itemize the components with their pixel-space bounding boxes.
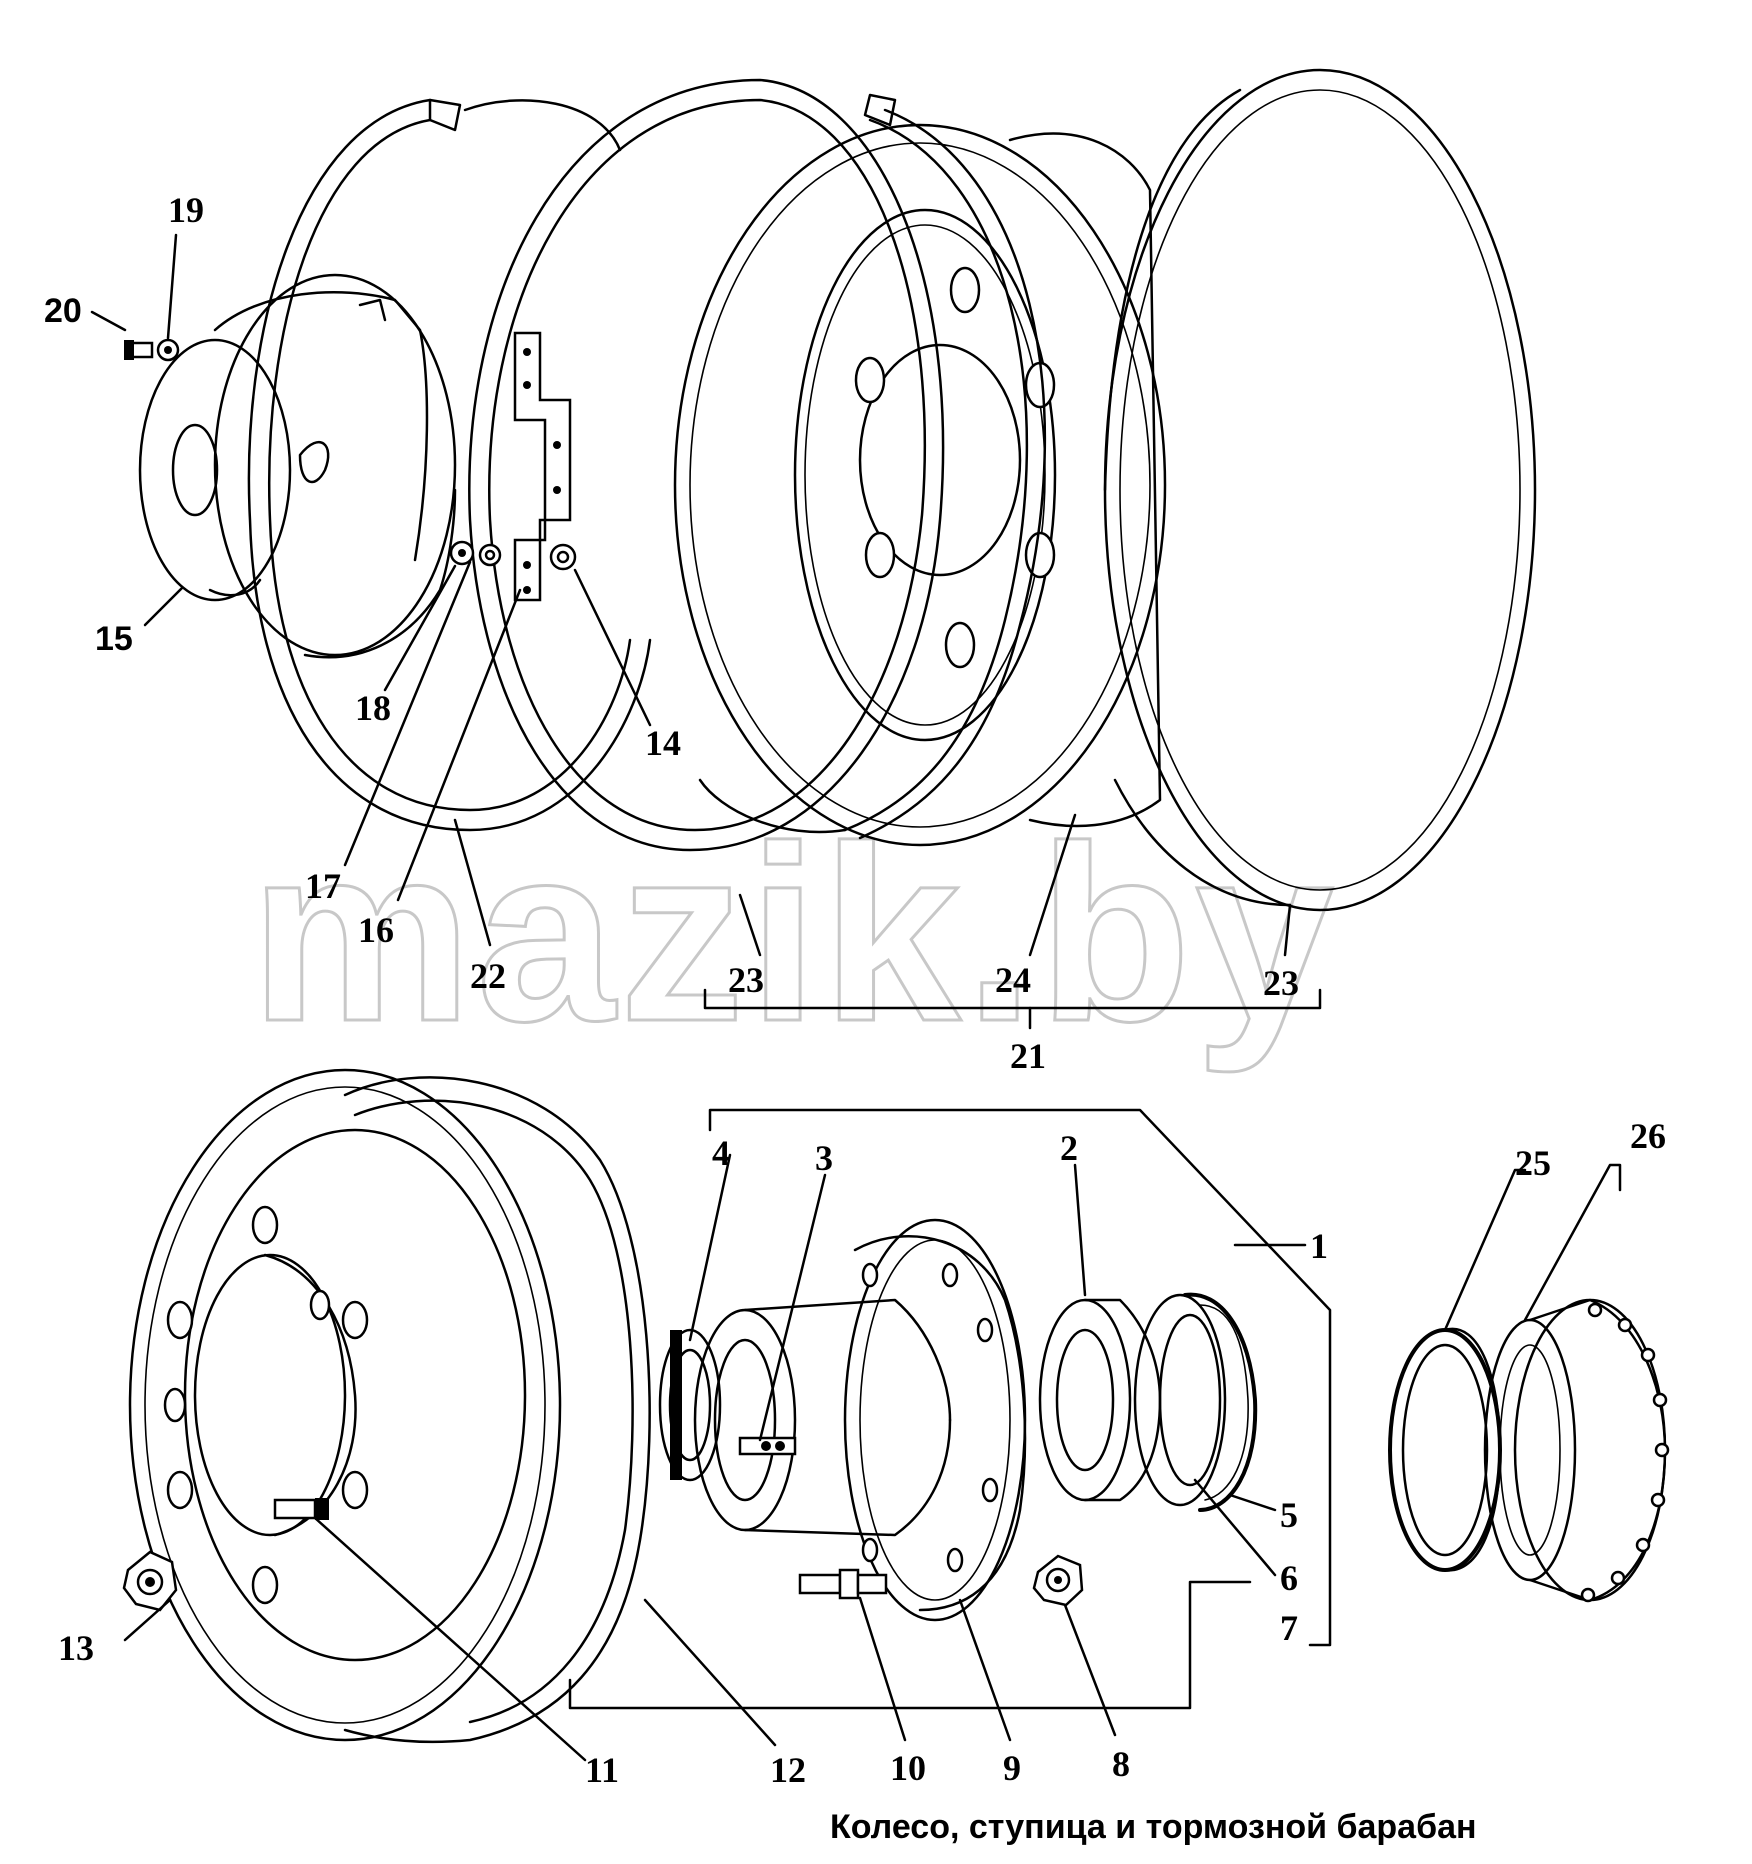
rim-rear-23 — [1103, 68, 1537, 912]
nut-13 — [122, 1550, 178, 1612]
callout-14: 14 — [645, 723, 681, 763]
figure-caption: Колесо, ступица и тормозной барабан — [830, 1808, 1477, 1846]
washers-16-18 — [449, 540, 502, 567]
leader-4 — [688, 1153, 732, 1342]
hub-9 — [693, 1218, 1027, 1622]
leader-20 — [90, 310, 127, 332]
seal-5-6 — [1133, 1292, 1258, 1512]
callout-26: 26 — [1630, 1116, 1666, 1156]
callout-25: 25 — [1515, 1143, 1551, 1183]
flange-26 — [1483, 1298, 1670, 1603]
leader-19 — [166, 233, 178, 340]
leader-24 — [1028, 813, 1077, 957]
clamp-bracket — [513, 331, 572, 602]
bracket-7 — [568, 1580, 1252, 1710]
leader-10 — [858, 1596, 907, 1742]
callout-12: 12 — [770, 1750, 806, 1790]
seal-ring-25 — [1388, 1327, 1502, 1572]
side-ring-22 — [468, 78, 945, 852]
leader-18 — [383, 564, 457, 692]
bearing-race-2 — [1038, 1298, 1162, 1502]
watermark-logo: mazik.by — [250, 794, 1338, 1073]
callout-3: 3 — [815, 1138, 833, 1178]
callout-19: 19 — [168, 190, 204, 230]
callout-13: 13 — [58, 1628, 94, 1668]
bead-ring-left — [247, 98, 652, 832]
brake-drum-12 — [128, 1068, 651, 1744]
lock-ring-23 — [698, 93, 1047, 840]
leader-3 — [758, 1173, 827, 1442]
callout-7: 7 — [1280, 1608, 1298, 1648]
leader-22 — [453, 818, 492, 947]
nut-8 — [1032, 1554, 1084, 1607]
callout-16: 16 — [358, 910, 394, 950]
stud-10 — [798, 1568, 888, 1600]
leader-13 — [123, 1598, 172, 1642]
leader-23a — [738, 893, 762, 957]
callout-5: 5 — [1280, 1495, 1298, 1535]
callout-2: 2 — [1060, 1128, 1078, 1168]
wheel-disc-24 — [673, 123, 1167, 847]
leader-26 — [1523, 1163, 1622, 1322]
leader-17 — [343, 560, 472, 867]
leader-6 — [1193, 1478, 1277, 1577]
leader-25 — [1443, 1168, 1527, 1332]
callout-22: 22 — [470, 956, 506, 996]
leader-12 — [643, 1598, 777, 1747]
callout-20: 20 — [44, 292, 82, 330]
callout-23a: 23 — [728, 960, 764, 1000]
bracket-21 — [703, 988, 1322, 1010]
callout-10: 10 — [890, 1748, 926, 1788]
callout-1: 1 — [1310, 1226, 1328, 1266]
leader-15 — [143, 586, 184, 627]
leader-23b — [1283, 903, 1292, 957]
callout-15: 15 — [95, 620, 133, 658]
callout-8: 8 — [1112, 1744, 1130, 1784]
hub-cap-15 — [138, 273, 457, 659]
callout-18: 18 — [355, 688, 391, 728]
screw-19-20 — [124, 338, 180, 362]
leader-8 — [1063, 1603, 1117, 1737]
callout-6: 6 — [1280, 1558, 1298, 1598]
callout-21: 21 — [1010, 1036, 1046, 1076]
leader-14 — [573, 568, 652, 727]
callout-4: 4 — [712, 1133, 730, 1173]
callout-11: 11 — [585, 1750, 619, 1790]
leader-16 — [396, 588, 522, 902]
washer-14 — [549, 543, 577, 571]
leader-5 — [1228, 1493, 1277, 1512]
callout-17: 17 — [305, 866, 341, 906]
bearing-4 — [658, 1328, 722, 1482]
bracket-1 — [708, 1108, 1332, 1647]
leader-2 — [1073, 1163, 1087, 1297]
callout-24: 24 — [995, 960, 1031, 1000]
leader-11 — [313, 1516, 587, 1762]
leader-9 — [958, 1598, 1012, 1742]
callout-9: 9 — [1003, 1748, 1021, 1788]
callout-23b: 23 — [1263, 963, 1299, 1003]
